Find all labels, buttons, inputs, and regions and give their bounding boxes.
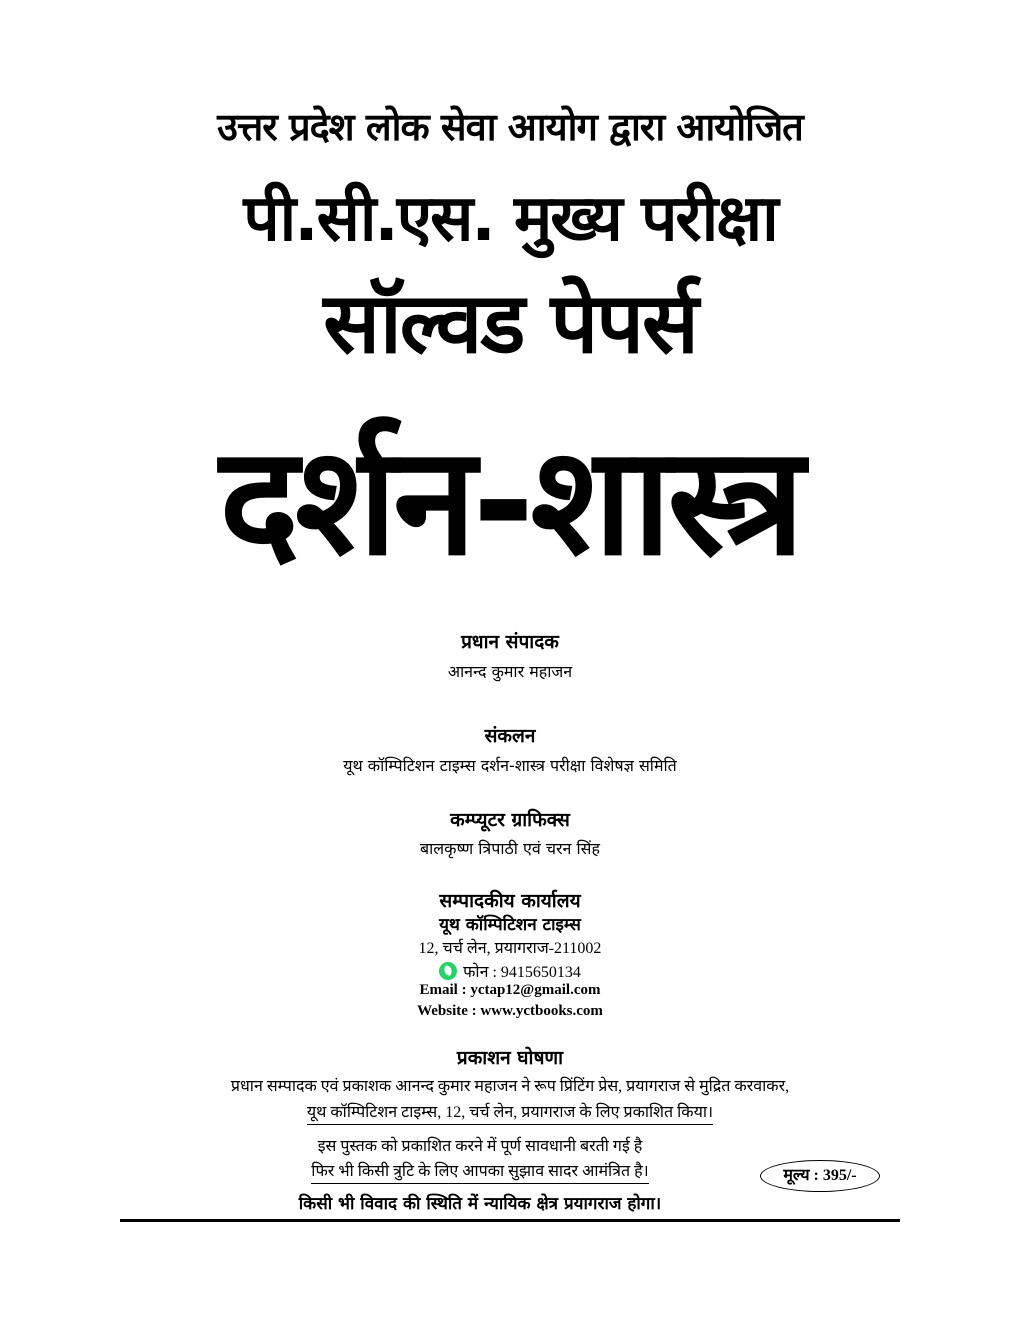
- office-address: 12, चर्च लेन, प्रयागराज-211002: [418, 940, 602, 957]
- chief-editor-name: आनन्द कुमार महाजन: [447, 662, 573, 681]
- publication-line-2-wrap: यूथ कॉम्पिटिशन टाइम्स, 12, चर्च लेन, प्र…: [0, 1100, 1020, 1125]
- graphics-heading: कम्प्यूटर ग्राफिक्स: [450, 809, 570, 831]
- publication-heading: प्रकाशन घोषणा: [456, 1047, 564, 1069]
- disclaimer-line-2-wrap: फिर भी किसी त्रुटि के लिए आपका सुझाव साद…: [0, 1159, 990, 1184]
- compilation-text: यूथ कॉम्पिटिशन टाइम्स दर्शन-शास्त्र परीक…: [343, 756, 677, 775]
- chief-editor-heading: प्रधान संपादक: [461, 631, 559, 653]
- phone-row: फोन : 9415650134: [0, 960, 1020, 985]
- compilation-heading: संकलन: [484, 725, 536, 747]
- phone-number: फोन : 9415650134: [463, 964, 581, 981]
- book-type: सॉल्वड पेपर्स: [323, 274, 699, 372]
- price-badge: मूल्य : 395/-: [760, 1160, 880, 1192]
- disclaimer-line-1: इस पुस्तक को प्रकाशित करने में पूर्ण साव…: [317, 1138, 643, 1155]
- subject-title: दर्शन-शास्त्र: [219, 415, 804, 589]
- publication-line-1: प्रधान सम्पादक एवं प्रकाशक आनन्द कुमार म…: [230, 1078, 790, 1095]
- website-link[interactable]: Website : www.yctbooks.com: [417, 1003, 603, 1019]
- whatsapp-icon: [439, 962, 458, 980]
- exam-name: पी.सी.एस. मुख्य परीक्षा: [243, 182, 778, 256]
- graphics-names: बालकृष्ण त्रिपाठी एवं चरन सिंह: [420, 839, 600, 858]
- bottom-divider: [120, 1219, 900, 1222]
- disclaimer-line-2: फिर भी किसी त्रुटि के लिए आपका सुझाव साद…: [311, 1159, 649, 1184]
- email-link[interactable]: Email : yctap12@gmail.com: [419, 982, 601, 998]
- exam-organizer-line: उत्तर प्रदेश लोक सेवा आयोग द्वारा आयोजित: [217, 105, 804, 149]
- publication-line-2: यूथ कॉम्पिटिशन टाइम्स, 12, चर्च लेन, प्र…: [306, 1100, 714, 1125]
- office-org: यूथ कॉम्पिटिशन टाइम्स: [439, 915, 581, 935]
- office-heading: सम्पादकीय कार्यालय: [439, 890, 581, 912]
- jurisdiction-note: किसी भी विवाद की स्थिति में न्यायिक क्षे…: [298, 1194, 662, 1214]
